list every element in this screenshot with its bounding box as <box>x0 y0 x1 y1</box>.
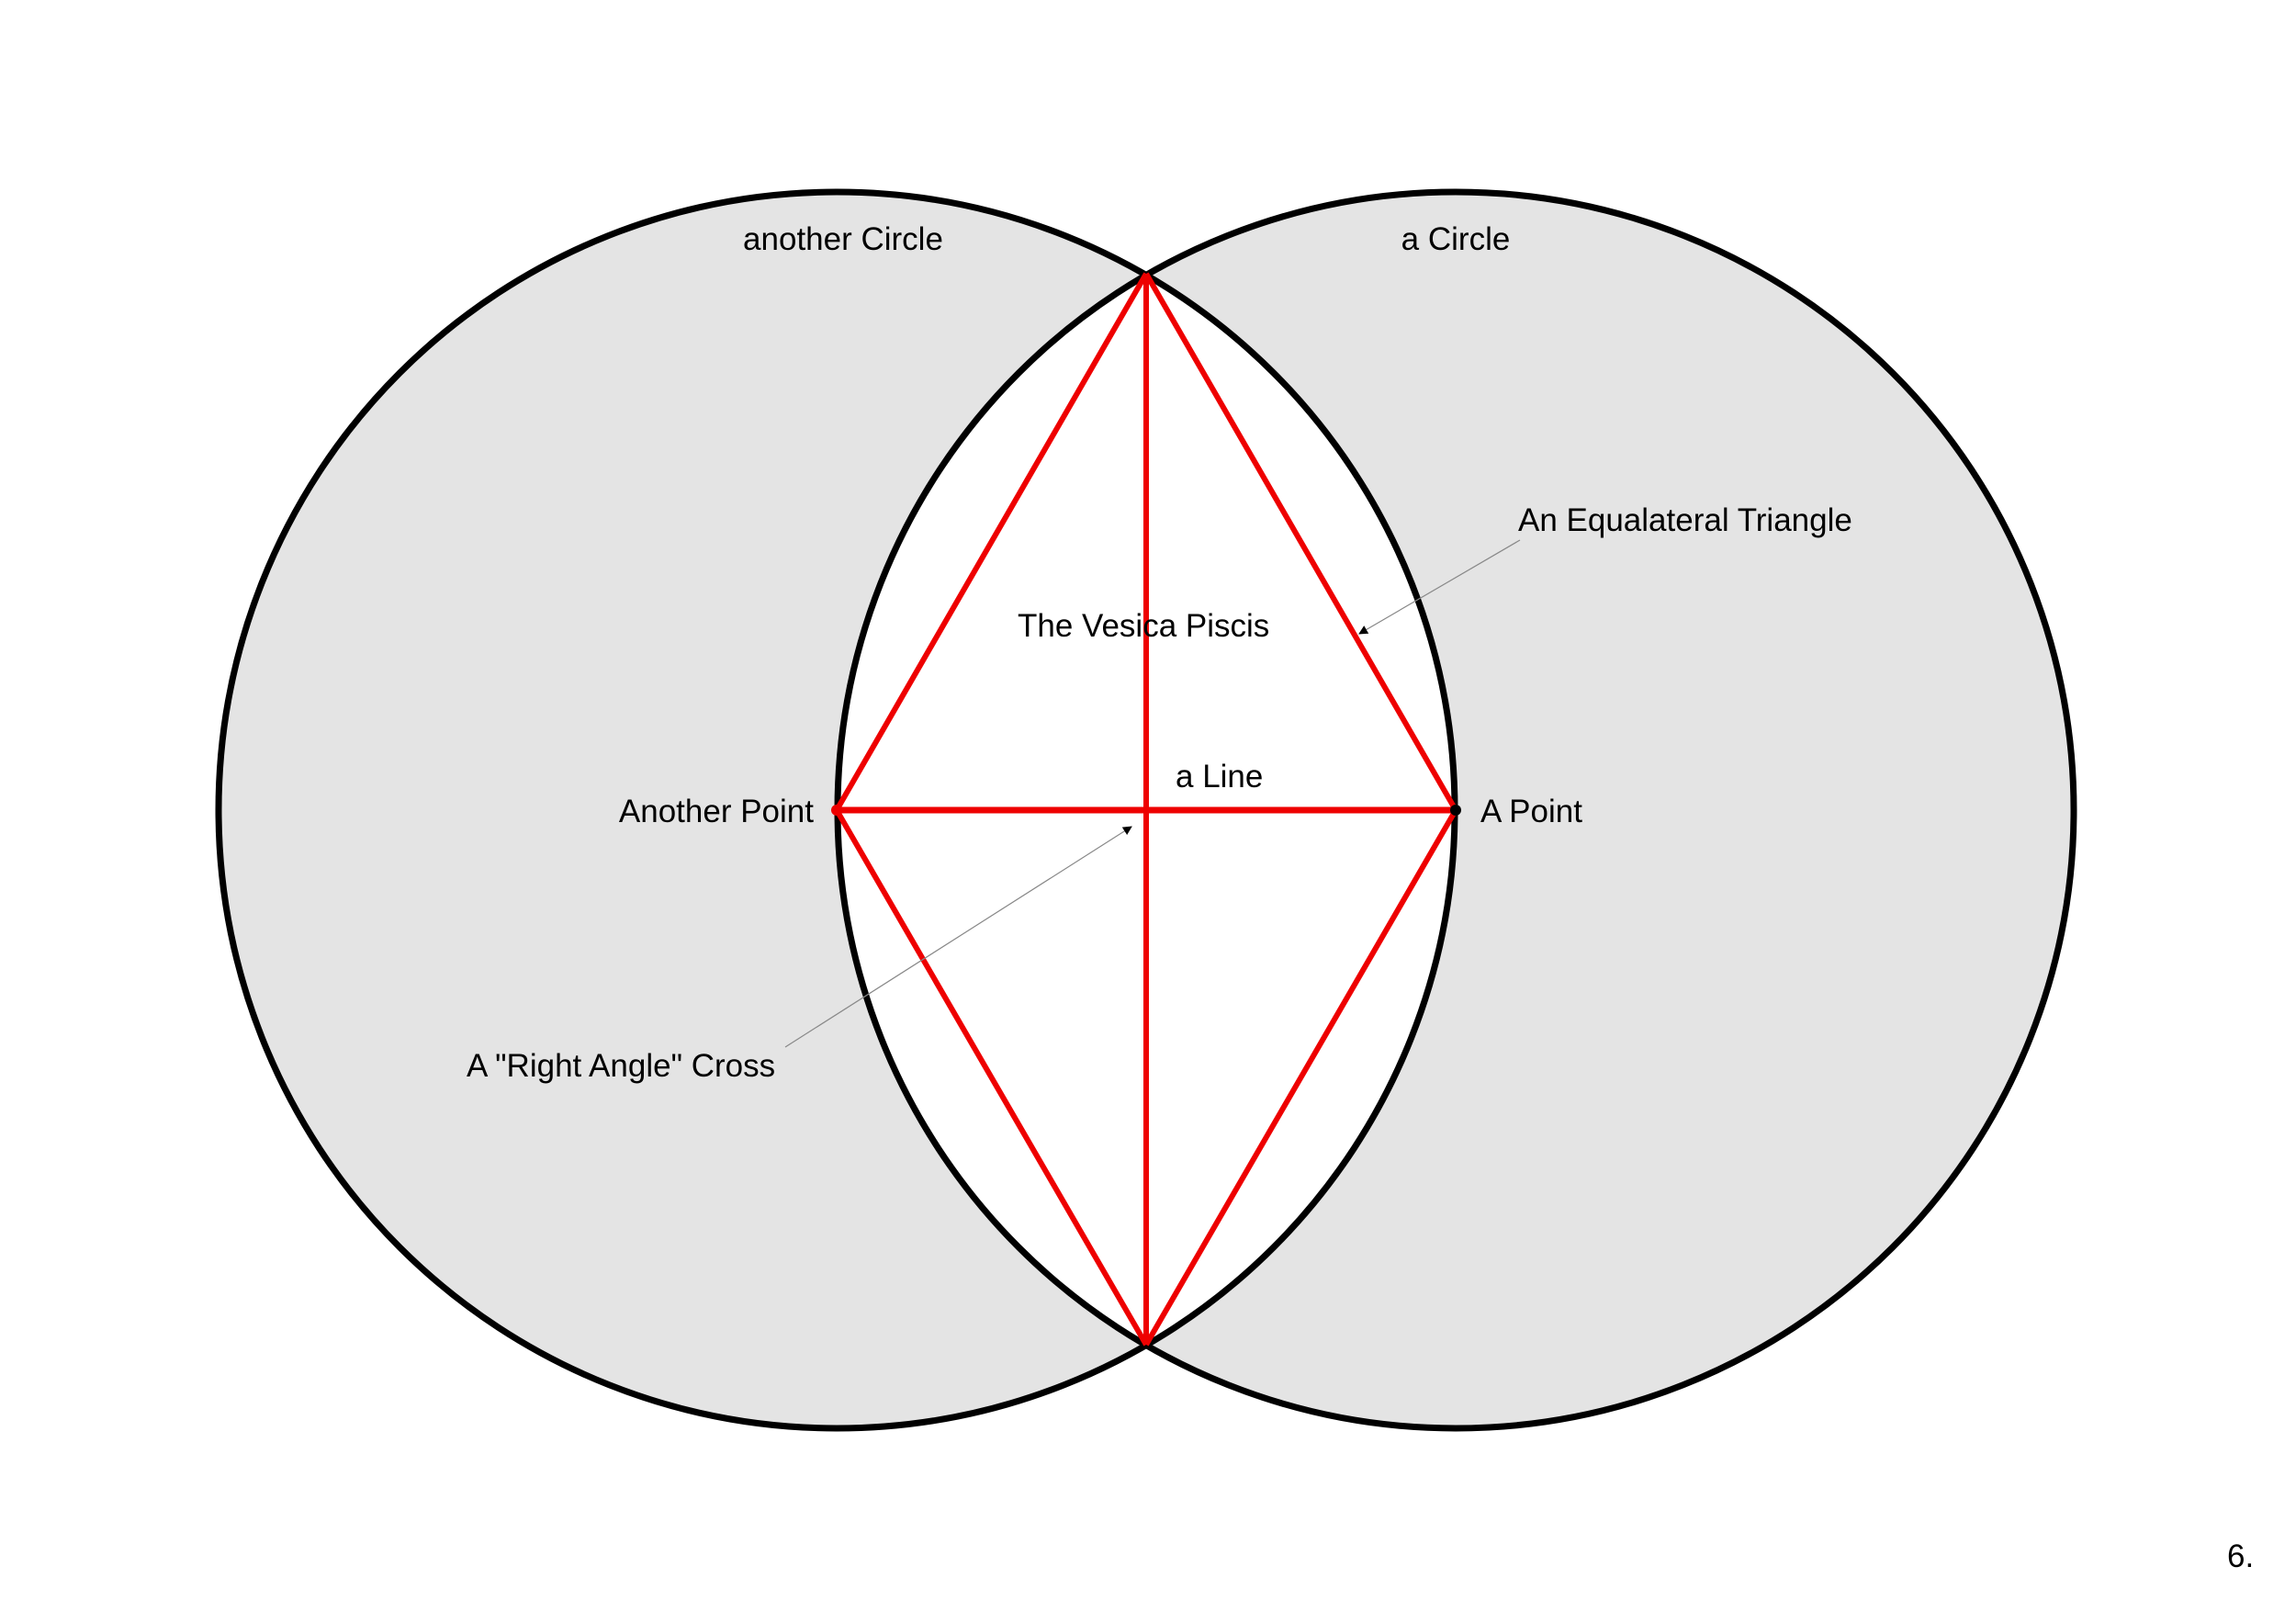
cross-leader-arrow <box>784 826 1132 1048</box>
page-number: 6. <box>2227 1538 2254 1574</box>
triangle-leader-arrow <box>1358 539 1521 635</box>
label-another-point: Another Point <box>619 794 814 829</box>
red-construction-lines <box>834 272 1458 1347</box>
label-a-point: A Point <box>1480 794 1582 829</box>
label-right-angle-cross: A "Right Angle" Cross <box>467 1048 775 1084</box>
label-a-circle: a Circle <box>1401 221 1511 257</box>
label-a-line: a Line <box>1176 759 1263 795</box>
label-vesica-piscis: The Vesica Piscis <box>1018 608 1269 644</box>
a-point-dot <box>1450 805 1461 816</box>
another-point-dot <box>831 805 842 816</box>
label-equilateral-triangle: An Equalateral Triangle <box>1518 502 1852 538</box>
label-another-circle: another Circle <box>743 221 943 257</box>
